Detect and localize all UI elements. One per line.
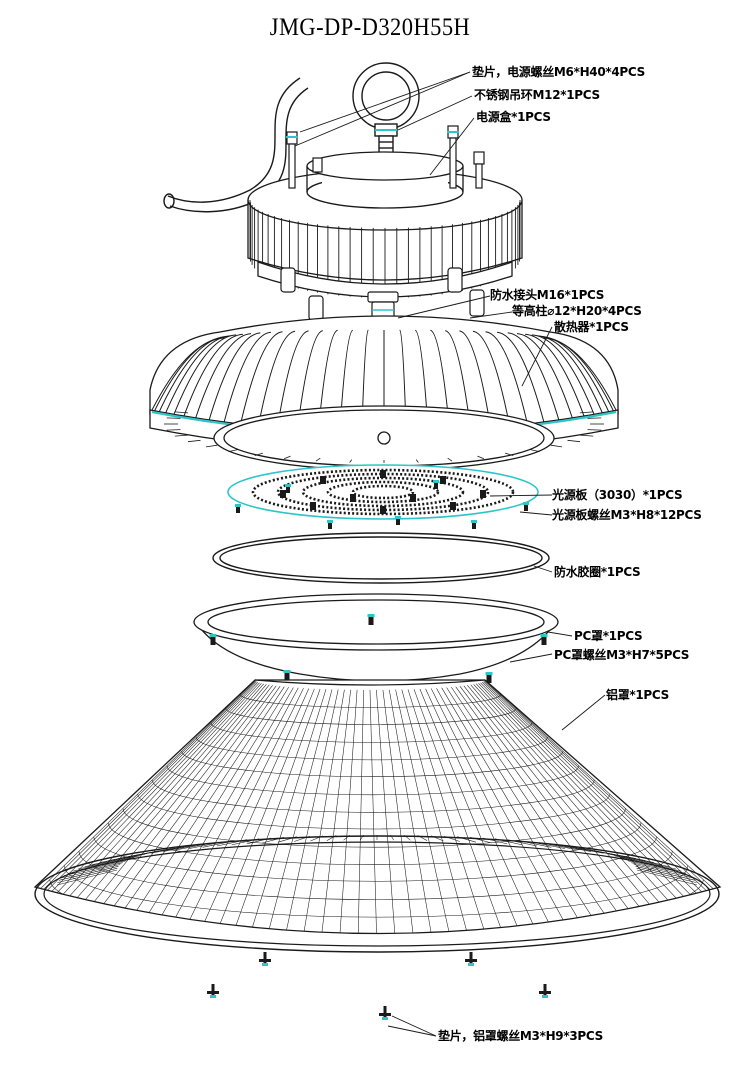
- label-led-board: 光源板（3030）*1PCS: [552, 488, 683, 502]
- label-waterproof-connector: 防水接头M16*1PCS: [490, 288, 605, 302]
- led-board: [227, 464, 539, 520]
- aluminum-reflector: [33, 679, 722, 953]
- label-eye-bolt: 不锈钢吊环M12*1PCS: [474, 88, 600, 102]
- standoffs: [280, 267, 485, 321]
- heatsink: [149, 315, 619, 471]
- eye-bolt: [352, 62, 420, 163]
- led-board-screws: [235, 480, 529, 529]
- psu-screws: [286, 125, 485, 189]
- pc-cover-screws: [209, 614, 548, 683]
- diagram-title: JMG-DP-D320H55H: [269, 14, 471, 41]
- label-power-box: 电源盒*1PCS: [476, 110, 551, 124]
- label-gasket: 防水胶圈*1PCS: [554, 565, 641, 579]
- reflector-screws: [207, 952, 551, 1020]
- label-washer-power-screw: 垫片，电源螺丝M6*H40*4PCS: [472, 65, 646, 79]
- label-pc-cover: PC罩*1PCS: [574, 629, 643, 643]
- label-pc-cover-screw: PC罩螺丝M3*H7*5PCS: [554, 648, 690, 662]
- waterproof-gasket: [212, 532, 550, 584]
- label-reflector: 铝罩*1PCS: [606, 688, 669, 702]
- pc-cover: [193, 593, 559, 682]
- label-led-board-screw: 光源板螺丝M3*H8*12PCS: [552, 508, 702, 522]
- label-heatsink: 散热器*1PCS: [554, 320, 629, 334]
- label-reflector-screw: 垫片，铝罩螺丝M3*H9*3PCS: [438, 1029, 603, 1043]
- leader-lines: [294, 71, 606, 1037]
- label-standoff: 等高柱⌀12*H20*4PCS: [512, 304, 642, 318]
